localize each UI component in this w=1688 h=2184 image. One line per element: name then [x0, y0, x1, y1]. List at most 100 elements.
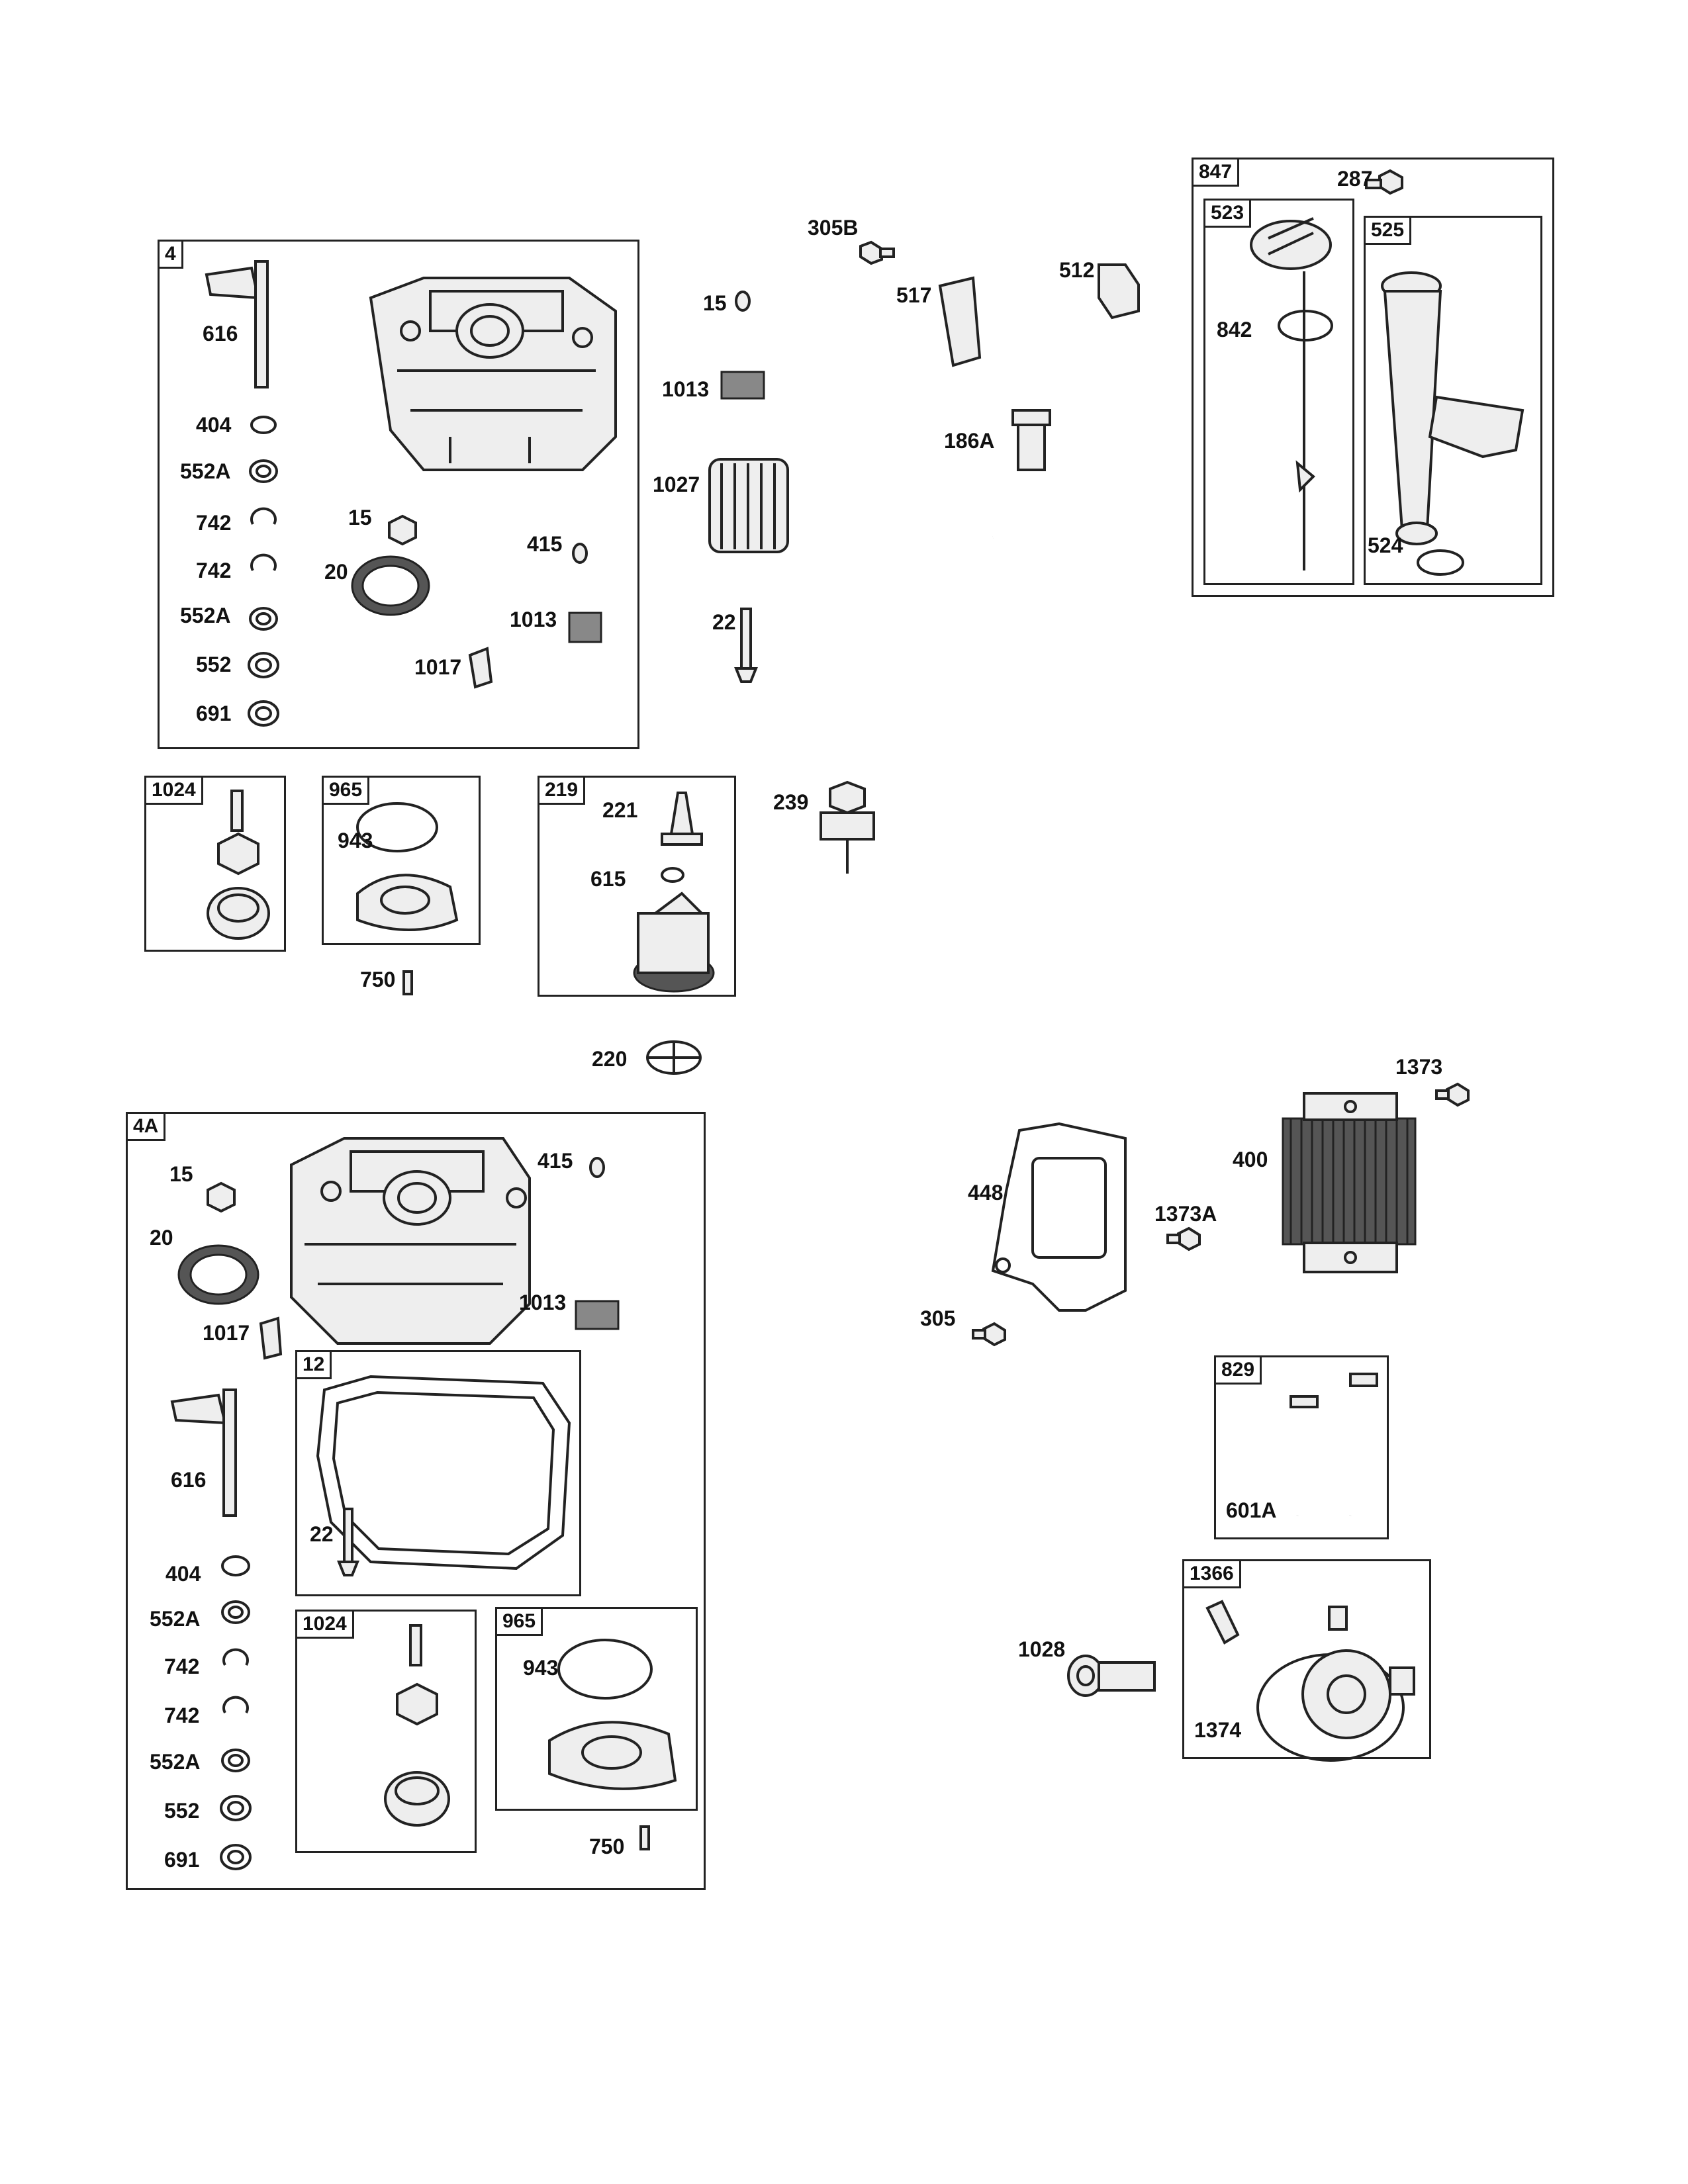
part-404-label-b: 404 [165, 1562, 201, 1586]
governor-gear-a-icon [207, 790, 270, 940]
part-517-label: 517 [896, 283, 932, 307]
part-1373A-label: 1373A [1154, 1202, 1217, 1226]
group-829-tag: 829 [1216, 1357, 1262, 1385]
part-220-label: 220 [592, 1047, 628, 1071]
part-750-label-b: 750 [589, 1835, 625, 1858]
part-1028-label: 1028 [1018, 1637, 1066, 1661]
part-943-label-b: 943 [523, 1656, 559, 1680]
group-525-box: 525 [1364, 216, 1542, 585]
sump-housing-a-icon [369, 277, 617, 471]
group-12-tag: 12 [297, 1352, 332, 1379]
group-219-tag: 219 [539, 778, 586, 805]
part-415-label-b: 415 [538, 1149, 573, 1173]
part-601A-label: 601A [1226, 1498, 1277, 1522]
part-305-label: 305 [920, 1306, 956, 1330]
part-404-label-a: 404 [196, 413, 232, 437]
dipstick-assembly-icon [1250, 169, 1524, 576]
part-552A-label-c: 552A [150, 1607, 201, 1631]
group-965-box-a: 965 [322, 776, 481, 945]
group-829-box: 829 [1214, 1355, 1389, 1539]
cooler-hoses-icon [1289, 1373, 1378, 1517]
part-1013-label-c: 1013 [519, 1291, 567, 1314]
group-219-box: 219 [538, 776, 736, 997]
part-615-label: 615 [590, 867, 626, 891]
part-552-label-b: 552 [164, 1799, 200, 1823]
group-525-tag: 525 [1366, 218, 1412, 245]
sump-housing-b-icon [177, 1137, 620, 1360]
group-523-tag: 523 [1205, 201, 1252, 228]
group-965-box-b: 965 [495, 1607, 698, 1811]
seal-plate-b-icon [548, 1639, 677, 1850]
part-742-label-b: 742 [196, 559, 232, 582]
part-22-label-b: 22 [310, 1522, 334, 1546]
group-965-tag-b: 965 [497, 1609, 543, 1636]
part-1017-label-a: 1017 [414, 655, 462, 679]
part-742-label-a: 742 [196, 511, 232, 535]
part-842-label: 842 [1217, 318, 1252, 341]
washers-column-b-icon [220, 1555, 252, 1870]
part-524-label: 524 [1368, 533, 1403, 557]
part-1013-label-b: 1013 [662, 377, 710, 401]
part-15-label-a: 15 [348, 506, 372, 529]
group-1366-tag: 1366 [1184, 1561, 1241, 1588]
part-1374-label: 1374 [1194, 1718, 1242, 1742]
part-221-label: 221 [602, 798, 638, 822]
part-691-label-b: 691 [164, 1848, 200, 1872]
part-1013-label-a: 1013 [510, 608, 557, 631]
filter-adapter-icon [1067, 1600, 1415, 1762]
governor-shaft-b-icon [170, 1388, 237, 1517]
part-1027-label: 1027 [653, 473, 700, 496]
washers-column-a-icon [248, 416, 279, 727]
part-552A-label-b: 552A [180, 604, 231, 627]
part-616-label-b: 616 [171, 1468, 207, 1492]
group-847-box: 847 [1192, 158, 1554, 597]
part-287-label: 287 [1337, 167, 1373, 191]
group-4A-box: 4A [126, 1112, 706, 1890]
part-552A-label-d: 552A [150, 1750, 201, 1774]
part-448-label: 448 [968, 1181, 1004, 1205]
group-965-tag-a: 965 [324, 778, 370, 805]
governor-shaft-a-icon [205, 260, 269, 388]
cooler-bracket-icon [972, 1122, 1201, 1347]
part-20-label-a: 20 [324, 560, 348, 584]
oil-filter-icon [708, 291, 789, 683]
part-552A-label-a: 552A [180, 459, 231, 483]
group-1024-box-b: 1024 [295, 1610, 477, 1853]
group-1024-tag-b: 1024 [297, 1612, 354, 1639]
plug-seal-a-icon [351, 514, 602, 689]
group-1024-box-a: 1024 [144, 776, 286, 952]
part-400-label: 400 [1233, 1148, 1268, 1171]
oil-cooler-icon [1282, 1082, 1470, 1273]
group-847-tag: 847 [1194, 159, 1240, 187]
group-4A-tag: 4A [128, 1114, 166, 1141]
gasket-icon [316, 1375, 571, 1576]
part-1017-label-b: 1017 [203, 1321, 250, 1345]
part-742-label-c: 742 [164, 1655, 200, 1678]
group-523-box: 523 [1203, 199, 1354, 585]
part-742-label-d: 742 [164, 1704, 200, 1727]
part-22-label-a: 22 [712, 610, 736, 634]
part-15-label-b: 15 [703, 291, 727, 315]
group-4-box: 4 [158, 240, 639, 749]
part-15-label-c: 15 [169, 1162, 193, 1186]
part-750-label-a: 750 [360, 968, 396, 991]
seal-plate-a-icon [356, 802, 459, 995]
part-20-label-b: 20 [150, 1226, 173, 1250]
dipstick-tube-icon [859, 240, 1140, 545]
part-616-label-a: 616 [203, 322, 238, 345]
oil-pump-gear-icon [633, 780, 875, 1075]
part-943-label-a: 943 [338, 829, 373, 852]
group-12-box: 12 [295, 1350, 581, 1596]
part-1373-label: 1373 [1395, 1055, 1443, 1079]
part-415-label-a: 415 [527, 532, 563, 556]
part-305B-label: 305B [808, 216, 859, 240]
group-4-tag: 4 [160, 242, 183, 269]
part-691-label-a: 691 [196, 702, 232, 725]
part-186A-label: 186A [944, 429, 995, 453]
group-1024-tag-a: 1024 [146, 778, 203, 805]
part-552-label-a: 552 [196, 653, 232, 676]
part-239-label: 239 [773, 790, 809, 814]
governor-gear-b-icon [384, 1624, 450, 1827]
